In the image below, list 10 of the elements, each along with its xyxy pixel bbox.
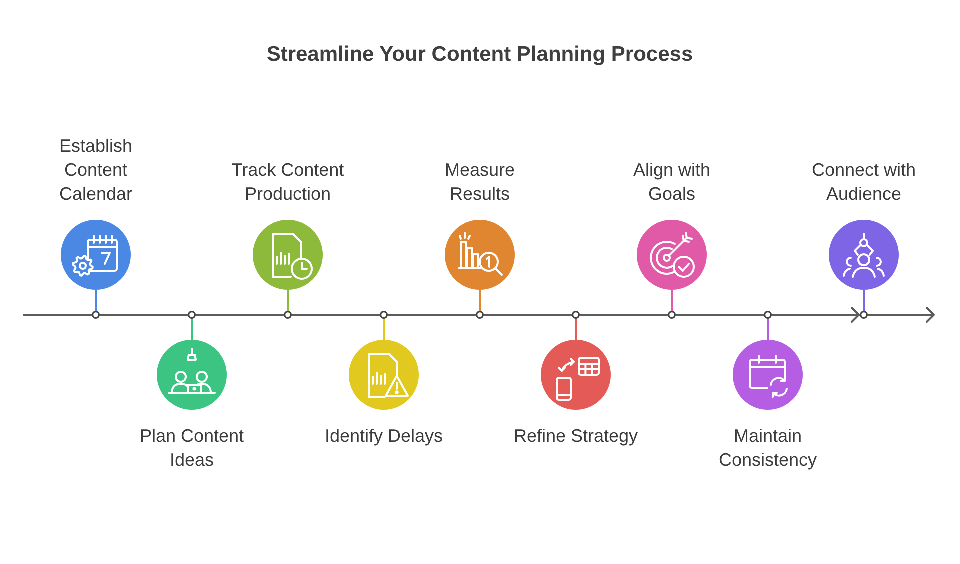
step-label: Identify Delays bbox=[324, 425, 444, 448]
step-label: Connect with Audience bbox=[811, 159, 917, 206]
diagram-title: Streamline Your Content Planning Process bbox=[266, 42, 694, 68]
step-label: Measure Results bbox=[444, 159, 516, 206]
step-label: Track Content Production bbox=[231, 159, 345, 206]
step-label: Align with Goals bbox=[632, 159, 712, 206]
step-label: Plan Content Ideas bbox=[139, 425, 245, 472]
step-label: Refine Strategy bbox=[513, 425, 639, 448]
step-label: Establish Content Calendar bbox=[58, 135, 134, 206]
step-label: Maintain Consistency bbox=[718, 425, 818, 472]
